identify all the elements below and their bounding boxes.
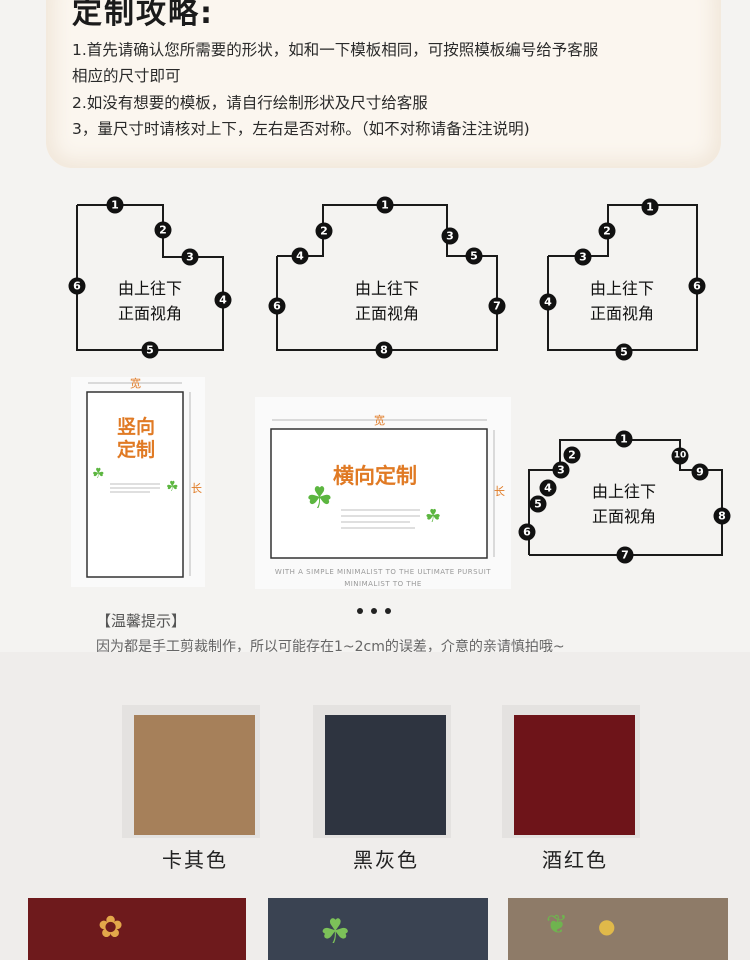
shape-1-caption-line1: 由上往下: [117, 279, 182, 298]
shape-2-marker: 6: [268, 297, 286, 315]
clover-icon: ☘: [166, 479, 179, 495]
tip-text: 因为都是手工剪裁制作，所以可能存在1~2cm的误差，介意的亲请慎拍哦~: [96, 639, 565, 655]
shape-4-marker: 7: [616, 546, 634, 564]
shape-4-marker: 1: [615, 430, 633, 448]
flower-icon: ✿: [98, 910, 124, 945]
vertical-length-label: 长: [191, 482, 202, 495]
shape-2-marker: 5: [465, 247, 483, 265]
guide-line-3: 2.如没有想要的模板，请自行绘制形状及尺寸给客服: [72, 94, 428, 112]
product-photo-khaki[interactable]: ❦ ●: [508, 898, 728, 960]
swatch-wine-red-label: 酒红色: [542, 848, 608, 872]
shape-4-marker: 6: [518, 523, 536, 541]
vertical-orientation-label-2: 定制: [117, 439, 156, 461]
sample-slogan-2: MINIMALIST TO THE: [344, 580, 422, 588]
product-photo-wine-red[interactable]: ✿: [28, 898, 246, 960]
carousel-dots[interactable]: [357, 599, 399, 618]
shape-4-marker: 8: [713, 507, 731, 525]
shape-3-caption-line2: 正面视角: [589, 304, 654, 323]
swatch-wine-red[interactable]: [514, 715, 635, 835]
shape-2-marker: 8: [375, 341, 393, 359]
shape-2-marker: 1: [376, 196, 394, 214]
vertical-orientation-label: 竖向 定制: [117, 416, 155, 462]
shape-2-caption-line1: 由上往下: [354, 279, 419, 298]
shape-2-marker: 2: [315, 222, 333, 240]
shape-3-caption: 由上往下 正面视角: [562, 276, 682, 326]
shape-2-caption: 由上往下 正面视角: [327, 276, 447, 326]
shape-4-marker: 5: [529, 495, 547, 513]
sample-slogan-1: WITH A SIMPLE MINIMALIST TO THE ULTIMATE…: [274, 568, 492, 576]
shape-4-marker: 9: [691, 463, 709, 481]
shape-3-marker: 6: [688, 277, 706, 295]
shape-1-marker: 3: [181, 248, 199, 266]
product-photo-charcoal[interactable]: ☘: [268, 898, 488, 960]
shape-3-marker: 2: [598, 222, 616, 240]
horizontal-orientation-label: 横向定制: [333, 464, 417, 488]
shape-4-caption: 由上往下 正面视角: [564, 479, 684, 529]
shape-1-caption-line2: 正面视角: [117, 304, 182, 323]
leaf-icon: ❦: [546, 910, 568, 940]
clover-icon: ☘: [306, 481, 333, 516]
shape-1-marker: 2: [154, 221, 172, 239]
swatch-khaki-label: 卡其色: [162, 848, 228, 872]
shape-2-caption-line2: 正面视角: [354, 304, 419, 323]
clover-icon: ☘: [92, 466, 105, 482]
shape-1-marker: 1: [106, 196, 124, 214]
shape-4-caption-line1: 由上往下: [591, 482, 656, 501]
shape-4-marker: 2: [563, 446, 581, 464]
guide-line-4: 3，量尺寸时请核对上下，左右是否对称。（如不对称请备注注说明): [72, 120, 530, 138]
guide-card: [46, 0, 721, 168]
shape-3-marker: 3: [574, 248, 592, 266]
shape-3-marker: 5: [615, 343, 633, 361]
horizontal-length-label: 长: [494, 485, 505, 498]
swatch-khaki[interactable]: [134, 715, 255, 835]
shape-4-marker: 4: [539, 479, 557, 497]
shape-1-marker: 4: [214, 291, 232, 309]
shape-4-caption-line2: 正面视角: [591, 507, 656, 526]
shape-3-caption-line1: 由上往下: [589, 279, 654, 298]
bird-icon: ●: [598, 914, 616, 938]
swatch-charcoal[interactable]: [325, 715, 446, 835]
swatch-charcoal-label: 黑灰色: [353, 848, 419, 872]
guide-title: 定制攻略:: [72, 0, 214, 31]
shape-3-marker: 1: [641, 198, 659, 216]
clover-icon: ☘: [320, 912, 351, 952]
shape-1-marker: 6: [68, 277, 86, 295]
clover-icon: ☘: [425, 506, 442, 527]
shape-2-marker: 7: [488, 297, 506, 315]
vertical-width-label: 宽: [130, 377, 141, 390]
shape-3-marker: 4: [539, 293, 557, 311]
tip-title: 【温馨提示】: [96, 612, 187, 630]
horizontal-width-label: 宽: [374, 414, 385, 427]
shape-1-caption: 由上往下 正面视角: [90, 276, 210, 326]
shape-4-marker: 3: [552, 461, 570, 479]
shape-2-marker: 3: [441, 227, 459, 245]
guide-line-1: 1.首先请确认您所需要的形状，如和一下模板相同，可按照模板编号给予客服: [72, 41, 599, 59]
shape-1-marker: 5: [141, 341, 159, 359]
vertical-orientation-label-1: 竖向: [117, 416, 156, 438]
shape-2-marker: 4: [291, 247, 309, 265]
shape-4-marker: 10: [671, 447, 689, 465]
guide-line-2: 相应的尺寸即可: [72, 67, 181, 85]
